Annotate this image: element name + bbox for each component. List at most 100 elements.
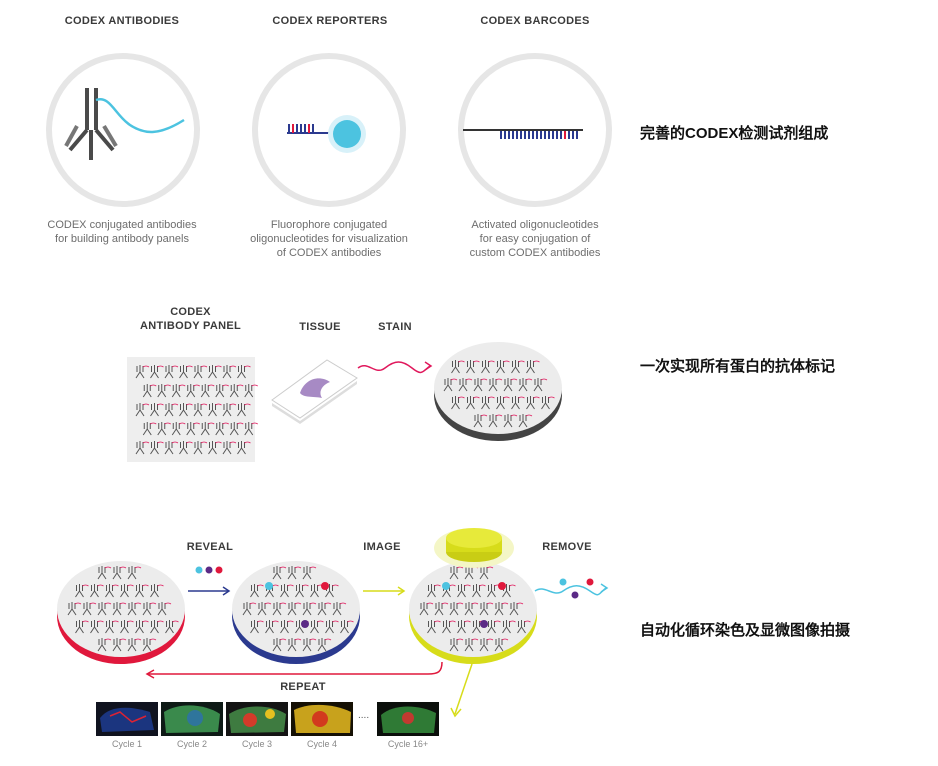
antibody-tag (524, 620, 531, 623)
summary-row2: 一次实现所有蛋白的抗体标记 (640, 358, 836, 375)
antibody-glyph (75, 620, 84, 634)
caption-line: of CODEX antibodies (276, 247, 382, 259)
antibody-tag (494, 620, 501, 623)
antibody-glyph (272, 566, 282, 580)
antibody-glyph (157, 384, 167, 398)
antibody-glyph (215, 384, 225, 398)
antibody-glyph (135, 365, 145, 379)
antibody-tag (309, 602, 317, 605)
antibody-tag (518, 396, 525, 399)
antibody-tag (89, 602, 97, 605)
antibody-glyph (193, 365, 203, 379)
stained-tissue-disk (434, 342, 562, 441)
antibody-tag (251, 422, 258, 425)
antibody-tag (525, 414, 533, 417)
antibody-tag (264, 602, 272, 605)
cycle-2-image (161, 702, 223, 736)
antibody-tag (142, 403, 150, 406)
antibody-tag (332, 620, 339, 623)
antibody-tag (172, 620, 179, 623)
antibody-glyph (127, 638, 137, 652)
antibody-tag (509, 620, 516, 623)
antibody-glyph (164, 403, 174, 417)
antibody-glyph (451, 360, 460, 374)
antibody-glyph (150, 403, 159, 417)
antibody-tag (272, 584, 279, 587)
antibody-glyph (67, 602, 77, 616)
antibody-glyph (82, 602, 92, 616)
antibody-glyph (208, 365, 217, 379)
antibody-tag (186, 365, 193, 368)
reporter-icon (252, 53, 406, 207)
antibody-glyph (250, 584, 259, 598)
antibody-glyph (457, 584, 466, 598)
heading-codex-reporters: CODEX REPORTERS (272, 15, 388, 27)
antibody-glyph (208, 403, 217, 417)
antibody-glyph (229, 384, 239, 398)
antibody-tag (294, 602, 302, 605)
antibody-glyph (135, 441, 145, 455)
antibody-glyph (464, 566, 474, 580)
antibody-glyph (310, 620, 319, 634)
antibody-tag (548, 396, 555, 399)
antibody-tag (509, 584, 516, 587)
antibody-glyph (150, 620, 159, 634)
antibody-tag (518, 360, 525, 363)
antibody-tag (516, 602, 524, 605)
antibody-tag (134, 566, 142, 569)
antibody-tag (157, 441, 164, 444)
antibody-glyph (488, 414, 498, 428)
label-antibody-panel: CODEX ANTIBODY PANEL (128, 305, 253, 333)
antibody-glyph (340, 620, 349, 634)
antibody-glyph (164, 365, 174, 379)
antibody-glyph (526, 396, 535, 410)
antibody-tag (134, 602, 142, 605)
antibody-tag (533, 396, 540, 399)
antibody-tag (104, 566, 112, 569)
cycle-16-image (377, 702, 439, 736)
antibody-tag (222, 422, 229, 425)
antibody-tag (171, 403, 179, 406)
antibody-glyph (449, 638, 459, 652)
label-line: CODEX (170, 306, 211, 318)
repeat-arrow-icon (145, 661, 443, 679)
antibody-glyph (171, 422, 181, 436)
antibody-glyph (208, 441, 217, 455)
antibody-glyph (533, 378, 543, 392)
caption-reporters: Fluorophore conjugated oligonucleotides … (226, 218, 432, 260)
antibody-glyph (295, 620, 304, 634)
cycle-4-image (291, 702, 353, 736)
antibody-glyph (494, 638, 504, 652)
antibody-tag (294, 638, 302, 641)
antibody-tag (119, 566, 127, 569)
antibody-tag (479, 584, 486, 587)
antibody-glyph (135, 584, 144, 598)
antibody-tag (193, 422, 200, 425)
antibody-tag (495, 378, 503, 381)
antibody-glyph (112, 566, 122, 580)
antibody-glyph (427, 620, 436, 634)
antibody-glyph (142, 384, 152, 398)
antibody-glyph (257, 602, 267, 616)
caption-line: for easy conjugation of (479, 233, 591, 245)
antibody-glyph (165, 620, 174, 634)
antibody-tag (142, 584, 149, 587)
antibody-tag (215, 365, 222, 368)
antibody-tag (450, 378, 458, 381)
antibody-tag (486, 602, 494, 605)
antibody-icon (46, 53, 200, 207)
antibody-tag (249, 602, 257, 605)
antibody-glyph (127, 566, 137, 580)
cycle-1-image (96, 702, 158, 736)
antibody-tag (150, 384, 157, 387)
antibody-glyph (473, 378, 483, 392)
antibody-glyph (464, 602, 474, 616)
antibody-tag (503, 360, 510, 363)
microscope-objective-icon (434, 528, 514, 568)
antibody-tag (127, 584, 134, 587)
antibody-glyph (541, 396, 550, 410)
caption-line: oligonucleotides for visualization (250, 233, 408, 245)
antibody-glyph (295, 584, 304, 598)
antibody-tag (150, 422, 157, 425)
antibody-tag (134, 638, 142, 641)
